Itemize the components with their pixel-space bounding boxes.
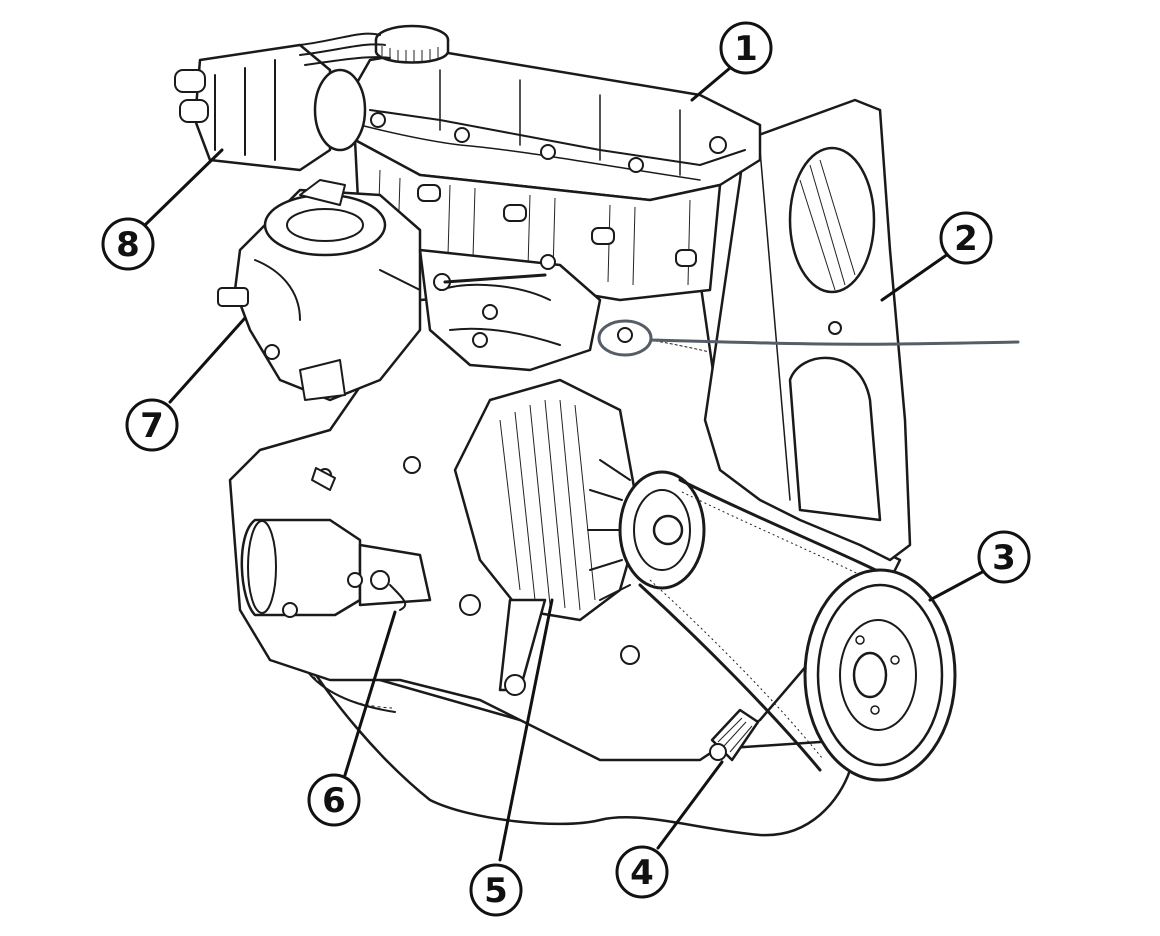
carburettor <box>217 179 422 402</box>
callout-6-label: 6 <box>322 781 346 821</box>
callout-3-label: 3 <box>992 538 1016 578</box>
cover-opening-upper <box>788 146 876 294</box>
callout-1: 1 <box>690 21 773 102</box>
starter-motor <box>240 518 432 617</box>
callout-5-label: 5 <box>484 871 508 911</box>
intake-manifold <box>418 248 602 372</box>
callout-3: 3 <box>928 530 1031 602</box>
crankshaft-pulley <box>803 568 957 782</box>
distributor <box>174 32 391 172</box>
pen-marker <box>597 319 1020 357</box>
oil-pressure-sender <box>709 708 760 762</box>
oil-filler-cap <box>374 24 450 64</box>
callout-7-label: 7 <box>140 406 164 446</box>
callout-4: 4 <box>615 760 724 899</box>
callout-5: 5 <box>469 598 554 917</box>
callout-7: 7 <box>125 316 247 452</box>
callout-2: 2 <box>880 211 993 302</box>
cover-opening-lower <box>788 356 882 522</box>
alternator-pulley <box>587 459 706 601</box>
callout-2-label: 2 <box>954 219 978 259</box>
callout-8: 8 <box>101 148 224 271</box>
callout-8-label: 8 <box>116 225 140 265</box>
callout-1-label: 1 <box>734 29 758 69</box>
timing-belt-cover <box>703 98 912 562</box>
callout-6: 6 <box>307 610 397 827</box>
engine-illustration <box>174 24 1020 837</box>
callout-4-label: 4 <box>630 853 654 893</box>
